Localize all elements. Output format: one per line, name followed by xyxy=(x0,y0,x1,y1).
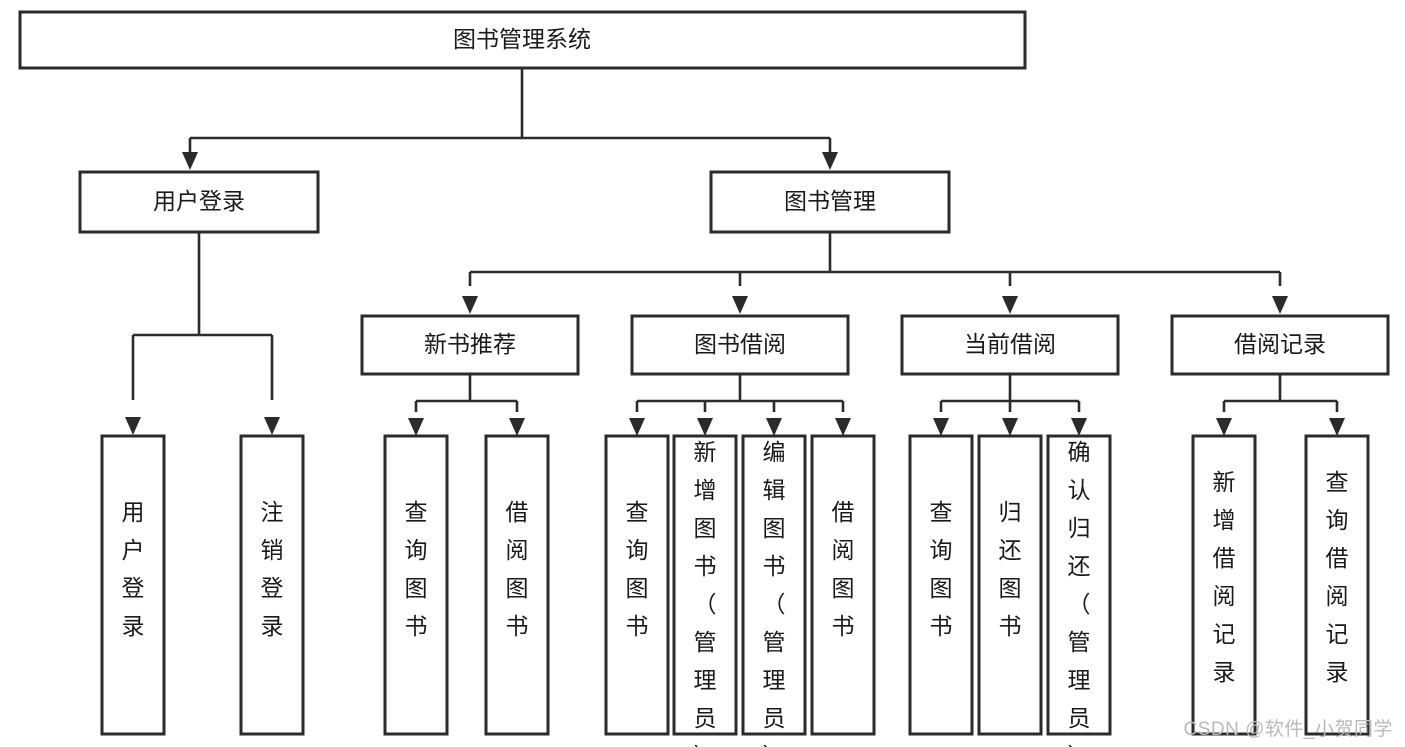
node-leaf-query-book-2[interactable]: 查询图书 xyxy=(604,434,670,736)
node-leaf-return-book[interactable]: 归还图书 xyxy=(977,434,1043,736)
node-new-book-recommend-label: 新书推荐 xyxy=(424,331,516,357)
node-user-login-label: 用户登录 xyxy=(153,188,245,214)
node-leaf-logout-label: 注销登录 xyxy=(261,499,284,639)
node-leaf-query-book-1[interactable]: 查询图书 xyxy=(383,434,449,736)
node-leaf-borrow-book-2-label: 借阅图书 xyxy=(832,499,855,639)
node-new-book-recommend[interactable]: 新书推荐 xyxy=(360,314,580,376)
node-leaf-borrow-book-1[interactable]: 借阅图书 xyxy=(484,434,550,736)
node-leaf-return-book-label: 归还图书 xyxy=(999,499,1022,639)
leaf-group-borrow-record: 新增借阅记录 查询借阅记录 xyxy=(1191,434,1370,736)
node-leaf-confirm-return-label: 确认归还（管理员） xyxy=(1068,439,1091,747)
node-user-login[interactable]: 用户登录 xyxy=(78,170,320,234)
node-leaf-query-book-2-label: 查询图书 xyxy=(626,499,649,639)
node-leaf-edit-book[interactable]: 编辑图书（管理员） xyxy=(741,434,807,747)
node-leaf-add-book-label: 新增图书（管理员） xyxy=(694,439,717,747)
connector-root-to-level2 xyxy=(182,68,838,170)
node-current-borrow-label: 当前借阅 xyxy=(964,331,1056,357)
node-root-system[interactable]: 图书管理系统 xyxy=(18,10,1027,70)
node-book-management[interactable]: 图书管理 xyxy=(709,170,951,234)
node-leaf-add-borrow-record[interactable]: 新增借阅记录 xyxy=(1191,434,1257,736)
node-leaf-add-book[interactable]: 新增图书（管理员） xyxy=(672,434,738,747)
node-current-borrow[interactable]: 当前借阅 xyxy=(900,314,1120,376)
connector-currentborrow-to-leaves xyxy=(933,375,1087,436)
node-leaf-confirm-return[interactable]: 确认归还（管理员） xyxy=(1046,434,1112,747)
connector-bookborrow-to-leaves xyxy=(629,375,851,436)
node-borrow-record-label: 借阅记录 xyxy=(1234,331,1326,357)
node-leaf-borrow-book-2[interactable]: 借阅图书 xyxy=(810,434,876,736)
node-leaf-borrow-book-1-label: 借阅图书 xyxy=(506,499,529,639)
node-book-borrow[interactable]: 图书借阅 xyxy=(630,314,850,376)
node-borrow-record[interactable]: 借阅记录 xyxy=(1170,314,1390,376)
connector-borrowrecord-to-leaves xyxy=(1216,375,1345,436)
node-leaf-user-login-label: 用户登录 xyxy=(122,499,145,639)
leaf-group-book-borrow: 查询图书 新增图书（管理员） 编辑图书（管理员） 借阅图书 xyxy=(604,434,876,747)
node-book-management-label: 图书管理 xyxy=(784,188,876,214)
connector-bookmgmt-to-level3 xyxy=(462,233,1288,314)
node-leaf-query-borrow-record-label: 查询借阅记录 xyxy=(1326,469,1349,685)
node-leaf-logout[interactable]: 注销登录 xyxy=(239,434,305,736)
node-leaf-query-book-3[interactable]: 查询图书 xyxy=(908,434,974,736)
node-root-label: 图书管理系统 xyxy=(453,26,591,52)
connector-userlogin-to-leaves xyxy=(125,233,280,435)
node-leaf-query-borrow-record[interactable]: 查询借阅记录 xyxy=(1304,434,1370,736)
node-leaf-edit-book-label: 编辑图书（管理员） xyxy=(763,439,786,747)
leaf-group-current-borrow: 查询图书 归还图书 确认归还（管理员） xyxy=(908,434,1112,747)
leaf-group-new-book-recommend: 查询图书 借阅图书 xyxy=(383,434,550,736)
node-leaf-query-book-1-label: 查询图书 xyxy=(405,499,428,639)
connector-newbook-to-leaves xyxy=(408,375,525,436)
node-leaf-user-login[interactable]: 用户登录 xyxy=(100,434,166,736)
node-book-borrow-label: 图书借阅 xyxy=(694,331,786,357)
node-leaf-query-book-3-label: 查询图书 xyxy=(930,499,953,639)
leaf-group-user-login: 用户登录 注销登录 xyxy=(100,434,305,736)
node-leaf-add-borrow-record-label: 新增借阅记录 xyxy=(1213,469,1236,685)
